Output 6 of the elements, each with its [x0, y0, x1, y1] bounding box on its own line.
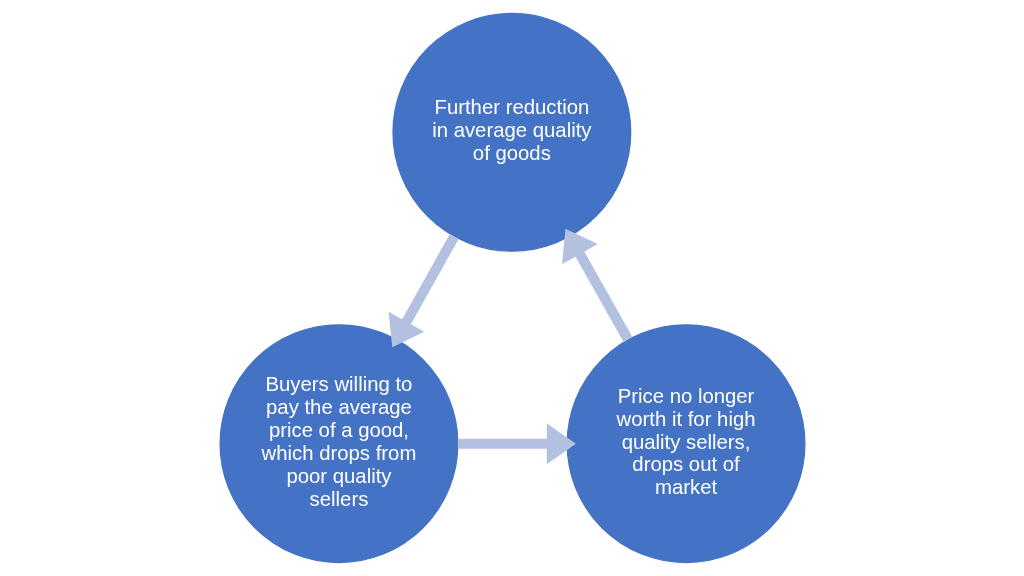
arrow	[388, 233, 459, 348]
arrow	[457, 423, 576, 465]
node-circle: Further reduction in average quality of goods	[391, 12, 631, 252]
node-circle: Price no longer worth it for high quality sellers, drops out of market	[566, 324, 806, 564]
arrow	[561, 228, 632, 342]
node-circle: Buyers willing to pay the average price of a good, which drops from poor quality sellers	[218, 324, 458, 564]
